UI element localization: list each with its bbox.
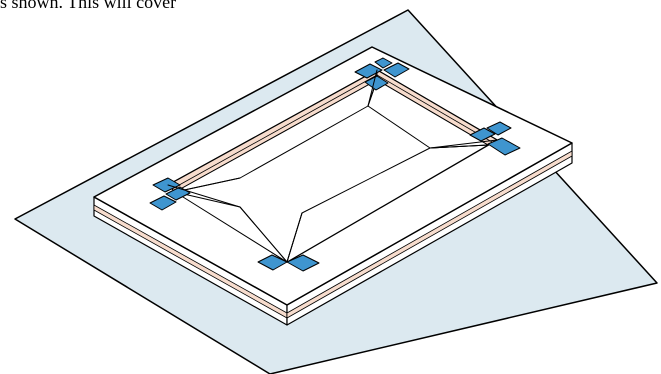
opening-wall-line-a: [171, 74, 378, 190]
fold-line-top-a: [367, 69, 378, 107]
fold-line-bottom-a: [286, 212, 303, 263]
fold-line-right-a: [429, 139, 498, 149]
tape-corner-right: [469, 121, 521, 156]
crease-right: [429, 144, 489, 149]
tape-corner-bottom: [257, 254, 320, 272]
crease-left-bottom: [239, 206, 288, 263]
board-right-band: [286, 150, 573, 319]
fold-line-left-a: [167, 184, 241, 208]
caption-text: s shown. This will cover: [0, 0, 177, 12]
opening-wall-line-b: [376, 74, 493, 143]
crease-left: [174, 177, 241, 193]
